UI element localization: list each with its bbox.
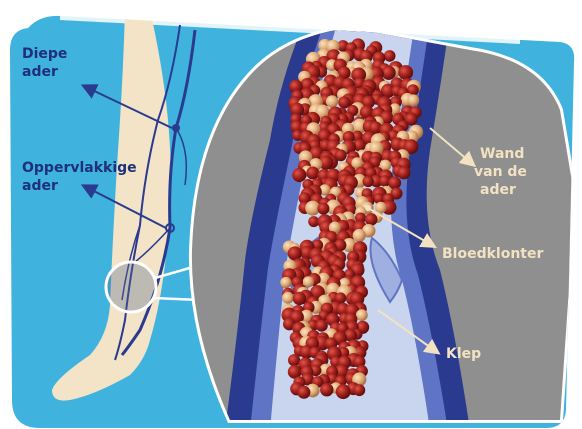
label-line: ader: [22, 178, 58, 194]
clot-red-cell: [365, 213, 378, 226]
clot-red-cell: [292, 168, 306, 182]
label-line: Wand: [480, 146, 524, 162]
clot-platelet: [356, 309, 368, 321]
clot-red-cell: [353, 384, 365, 396]
label-line: Oppervlakkige: [22, 160, 137, 176]
label-valve: Klep: [446, 346, 481, 362]
clot-red-cell: [338, 96, 350, 108]
clot-red-cell: [336, 384, 351, 399]
label-line: Klep: [446, 346, 481, 362]
label-line: Bloedklonter: [442, 246, 543, 262]
clot-red-cell: [384, 50, 396, 62]
clot-red-cell: [363, 176, 374, 187]
label-line: ader: [480, 182, 516, 198]
clot-red-cell: [317, 203, 329, 215]
clot-red-cell: [297, 386, 310, 399]
clot-platelet: [353, 229, 366, 242]
clot-red-cell: [397, 166, 410, 179]
clot-platelet: [326, 95, 338, 107]
deep-vein-point: [172, 124, 180, 132]
clot-red-cell: [316, 320, 328, 332]
magnifier-circle-icon: [106, 262, 156, 312]
clot-platelet: [408, 94, 420, 106]
clot-pointer-dot: [365, 205, 371, 211]
clot-platelet: [282, 292, 294, 304]
label-line: van de: [474, 164, 527, 180]
clot-red-cell: [293, 292, 306, 305]
clot-red-cell: [320, 383, 333, 396]
clot-red-cell: [398, 65, 413, 80]
label-line: Diepe: [22, 46, 67, 62]
label-line: ader: [22, 64, 58, 80]
clot-platelet: [280, 277, 291, 288]
label-blood-clot: Bloedklonter: [442, 246, 543, 262]
clot-red-cell: [306, 167, 319, 180]
